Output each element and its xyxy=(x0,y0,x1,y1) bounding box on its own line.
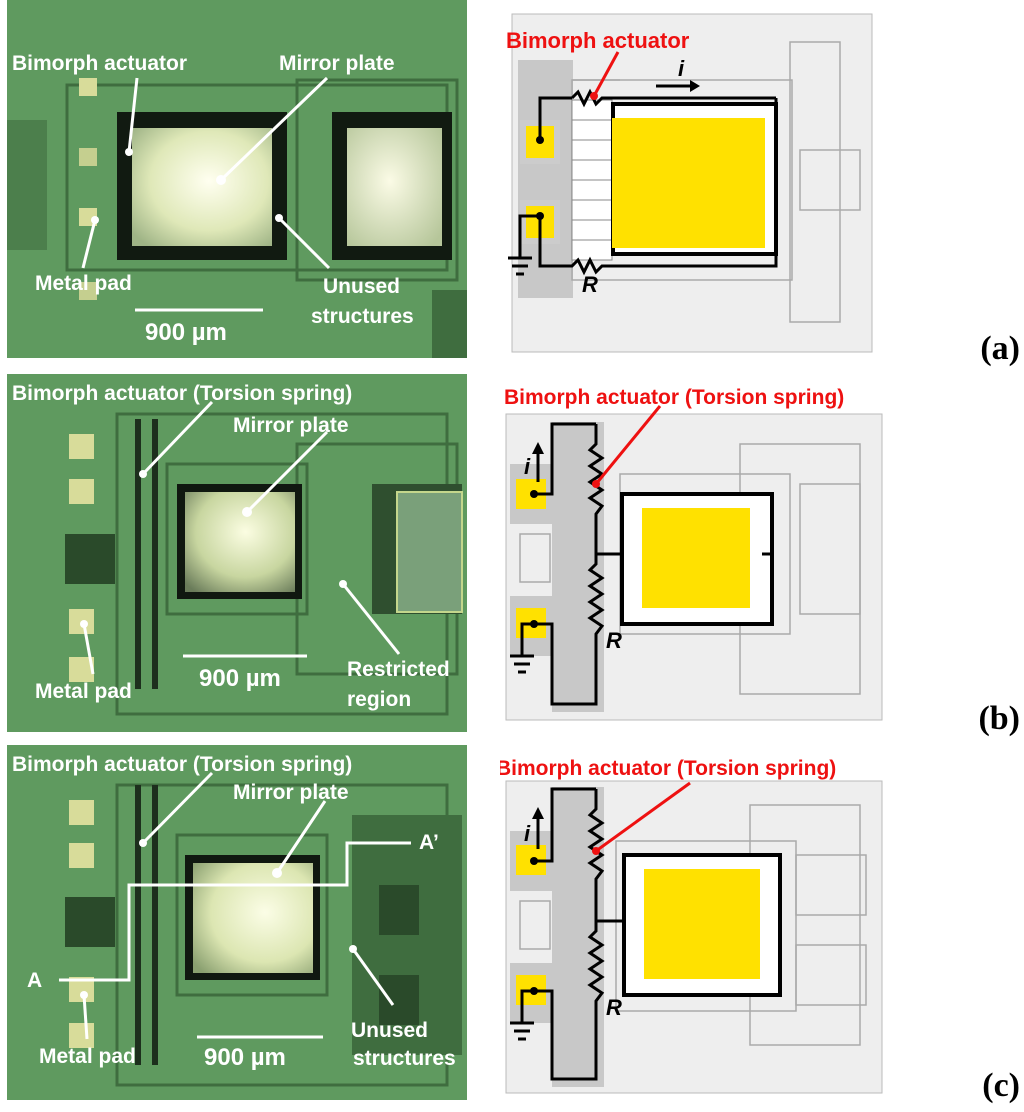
figure-row-b: Bimorph actuator (Torsion spring) Mirror… xyxy=(0,374,1024,737)
current-symbol: i xyxy=(678,56,685,81)
micrograph-a: Bimorph actuator Mirror plate Metal pad … xyxy=(7,0,467,358)
section-start-label: A xyxy=(27,969,42,992)
resistor-symbol: R xyxy=(582,272,598,297)
restricted-region-label-line2: region xyxy=(347,688,411,711)
mirror-plate-label: Mirror plate xyxy=(233,414,349,437)
metal-pad-label: Metal pad xyxy=(39,1045,136,1068)
schematic-title: Bimorph actuator (Torsion spring) xyxy=(500,757,836,780)
schematic-b: Bimorph actuator (Torsion spring) i R xyxy=(500,374,900,732)
panel-tag-a: (a) xyxy=(980,330,1020,367)
unused-structures-label-line2: structures xyxy=(311,305,414,328)
micrograph-c: Bimorph actuator (Torsion spring) Mirror… xyxy=(7,745,467,1100)
mirror-plate-label: Mirror plate xyxy=(279,52,395,75)
section-end-label: A’ xyxy=(419,831,439,854)
scale-bar-label: 900 µm xyxy=(199,665,281,692)
schematic-title: Bimorph actuator xyxy=(506,28,690,53)
figure-row-c: Bimorph actuator (Torsion spring) Mirror… xyxy=(0,745,1024,1112)
scale-bar-label: 900 µm xyxy=(145,319,227,346)
schematic-title: Bimorph actuator (Torsion spring) xyxy=(504,386,844,409)
unused-structures-label-line1: Unused xyxy=(323,275,400,298)
bimorph-label: Bimorph actuator (Torsion spring) xyxy=(12,753,352,776)
figure-row-a: Bimorph actuator Mirror plate Metal pad … xyxy=(0,0,1024,367)
unused-structures-label-line1: Unused xyxy=(351,1019,428,1042)
bimorph-label: Bimorph actuator (Torsion spring) xyxy=(12,382,352,405)
schematic-a: Bimorph actuator i R xyxy=(500,0,900,358)
metal-pad-label: Metal pad xyxy=(35,680,132,703)
unused-structures-label-line2: structures xyxy=(353,1047,456,1070)
panel-tag-b: (b) xyxy=(978,700,1020,737)
current-symbol: i xyxy=(524,454,531,479)
restricted-region-label-line1: Restricted xyxy=(347,658,450,681)
metal-pad-label: Metal pad xyxy=(35,272,132,295)
bimorph-label: Bimorph actuator xyxy=(12,52,187,75)
scale-bar-label: 900 µm xyxy=(204,1044,286,1071)
schematic-c: Bimorph actuator (Torsion spring) i R xyxy=(500,745,900,1100)
panel-tag-c: (c) xyxy=(982,1067,1020,1104)
micrograph-b: Bimorph actuator (Torsion spring) Mirror… xyxy=(7,374,467,732)
current-symbol: i xyxy=(524,821,531,846)
resistor-symbol: R xyxy=(606,628,622,653)
resistor-symbol: R xyxy=(606,995,622,1020)
mirror-plate-label: Mirror plate xyxy=(233,781,349,804)
